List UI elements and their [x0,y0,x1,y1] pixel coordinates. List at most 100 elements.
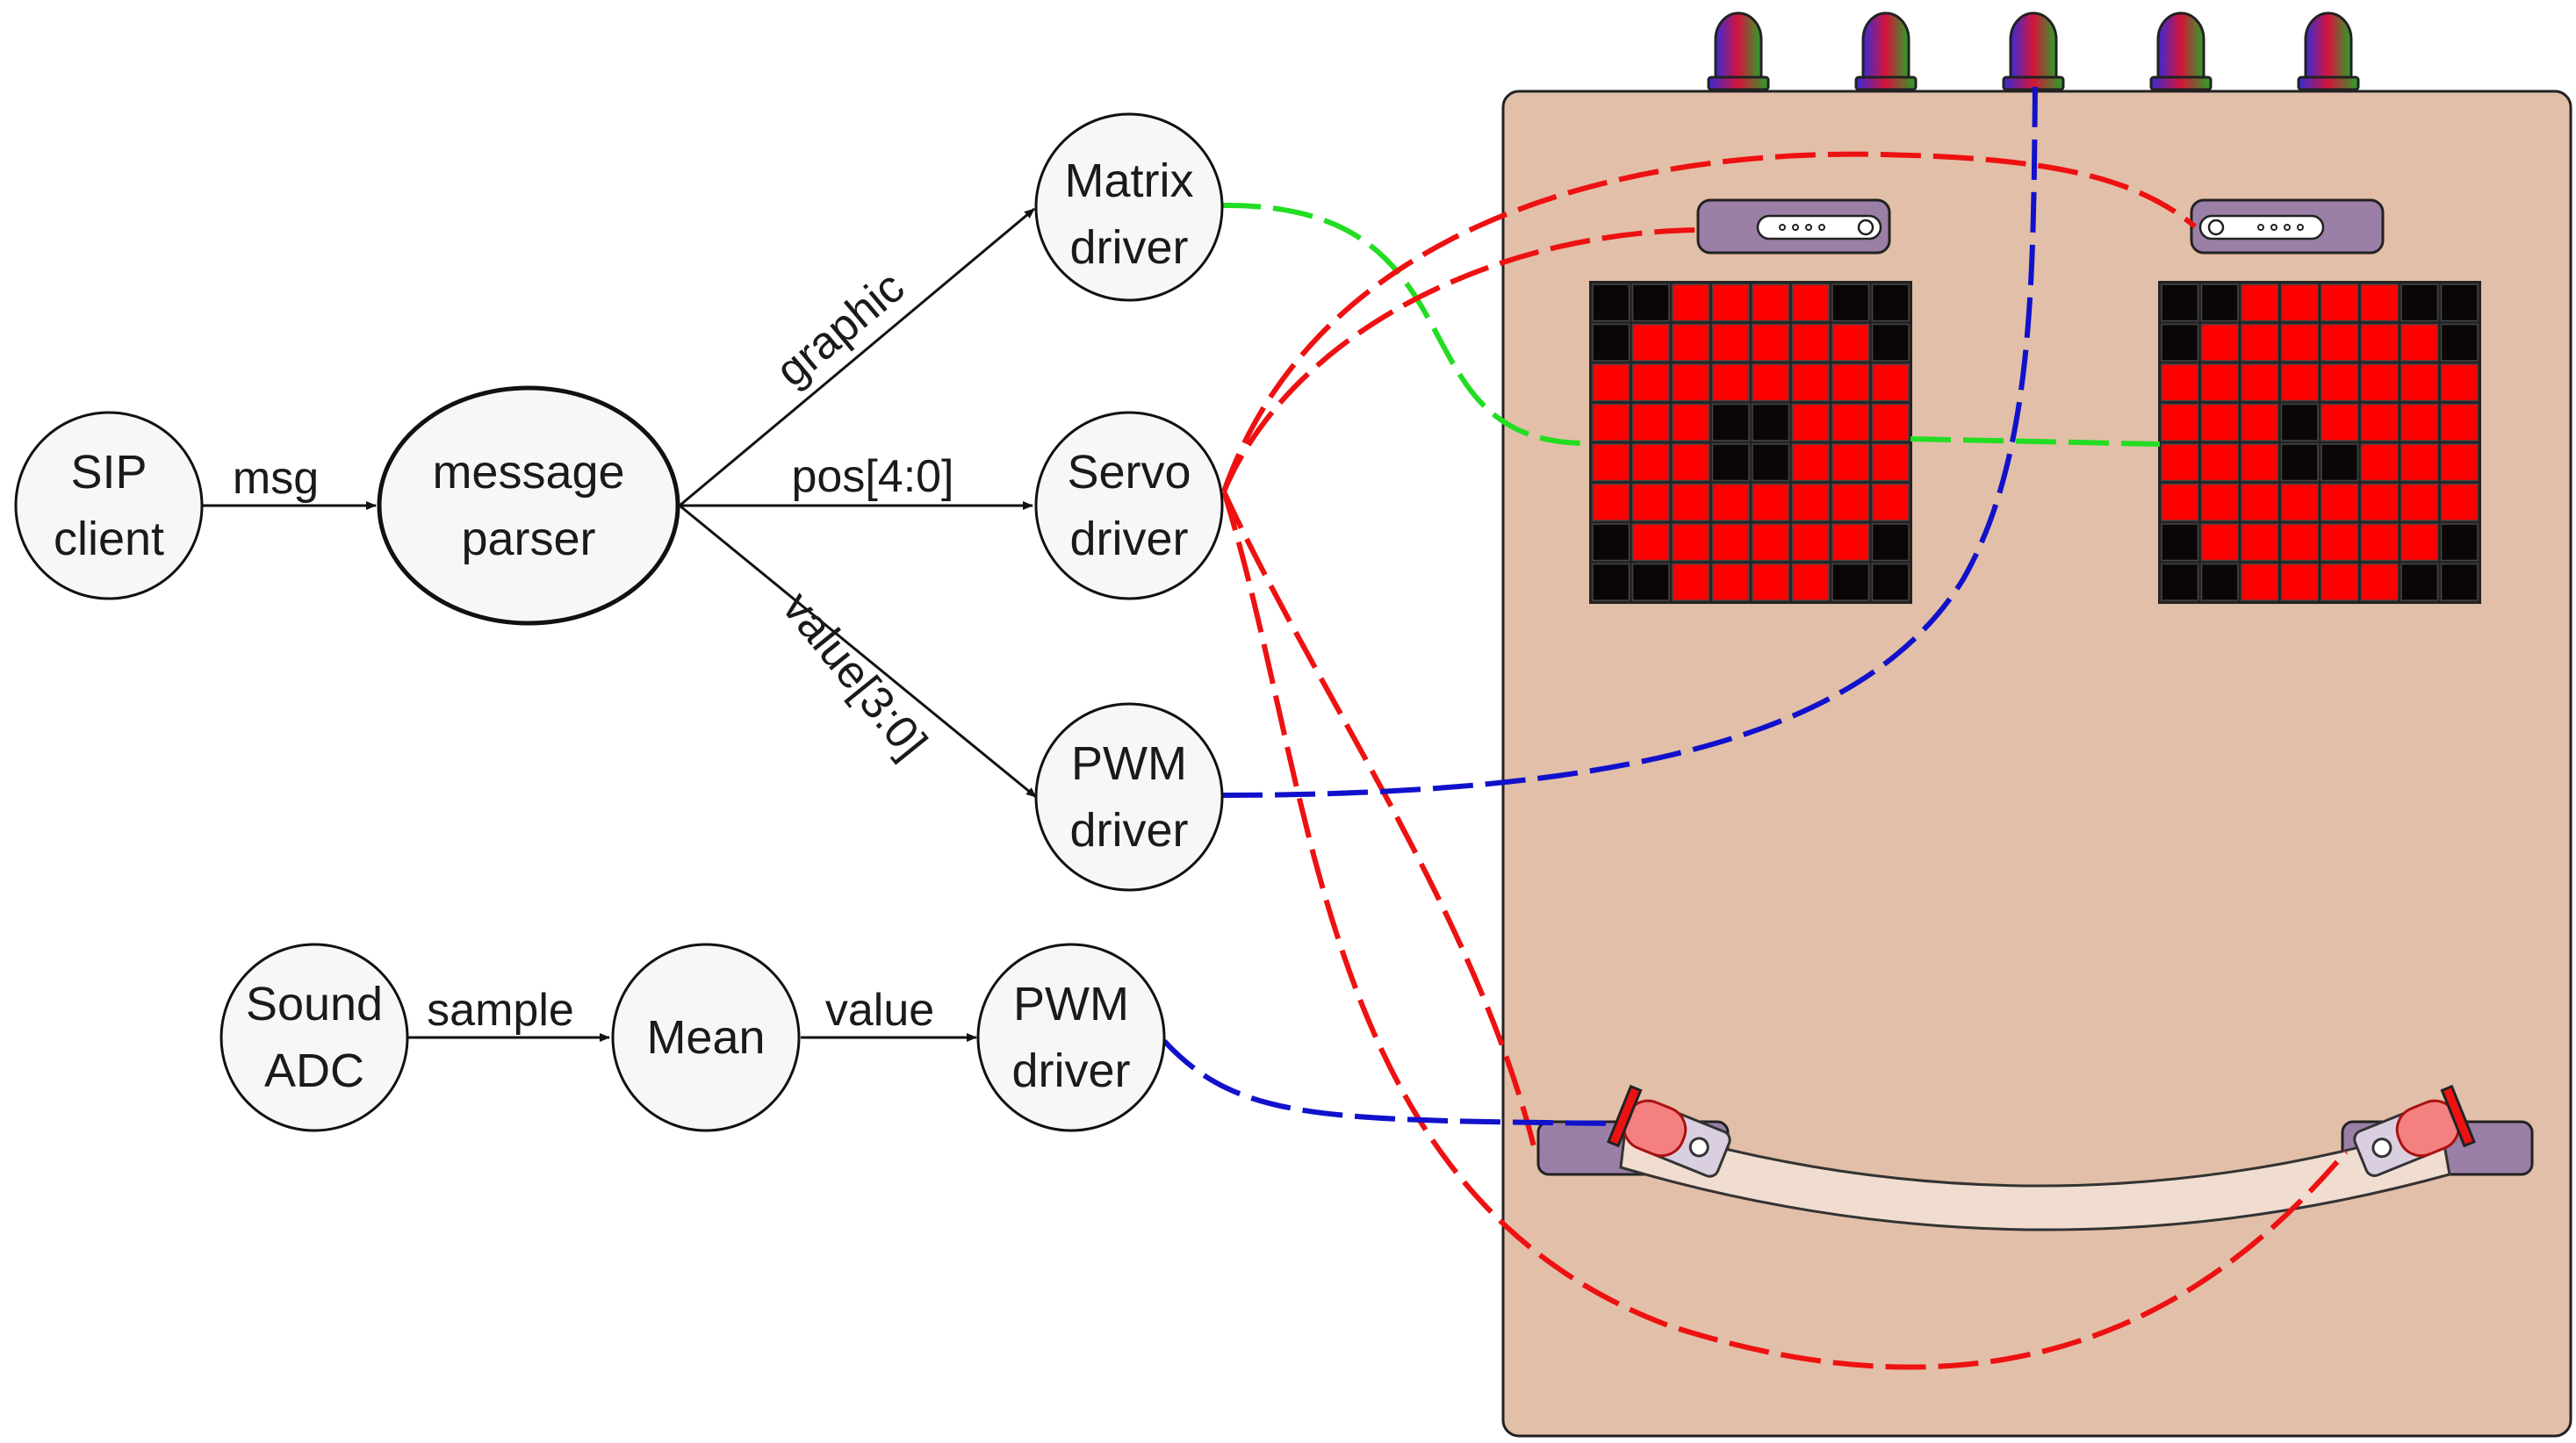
node-matrix-driver-line2: driver [1069,221,1188,274]
matrix-left-pixel [1871,523,1910,562]
matrix-right-pixel [2360,323,2399,362]
matrix-left-pixel [1871,443,1910,482]
node-sound-adc-line2: ADC [264,1045,364,1097]
wire-pwm-to-boom-led [1162,1038,1613,1126]
matrix-right-pixel [2280,284,2319,322]
servo-horn-right [2353,1084,2476,1177]
matrix-right-pixel [2241,563,2279,601]
matrix-right-pixel [2200,403,2239,442]
matrix-right-pixel [2321,563,2359,601]
matrix-right-pixel [2200,443,2239,482]
matrix-left-pixel [1592,323,1630,362]
matrix-right-pixel [2161,403,2199,442]
node-servo-driver-line2: driver [1069,513,1188,565]
matrix-left-pixel [1791,284,1830,322]
matrix-right-pixel [2200,483,2239,521]
matrix-right-pixel [2440,363,2479,402]
node-sip-client: SIP client [14,411,204,600]
matrix-left-pixel [1791,443,1830,482]
matrix-right-pixel [2200,284,2239,322]
matrix-left-pixel [1752,443,1790,482]
node-servo-driver: Servo driver [1034,411,1224,600]
matrix-left-pixel [1791,523,1830,562]
matrix-left-pixel [1791,403,1830,442]
matrix-right-pixel [2360,563,2399,601]
wire-pwm-to-led [1221,83,2038,798]
matrix-left-pixel [1672,563,1710,601]
matrix-right-pixel [2241,284,2279,322]
wire-servo-to-right-horn [1221,491,2349,1370]
wire-servo-to-right-connector [1221,151,2197,492]
matrix-left-pixel [1631,483,1670,521]
node-pwm-driver-top-line2: driver [1069,804,1188,857]
matrix-right-pixel [2321,363,2359,402]
node-sip-client-line1: SIP [70,446,147,499]
boom-arm [1619,1120,2451,1231]
matrix-left-pixel [1631,563,1670,601]
matrix-left-pixel [1711,483,1750,521]
led-5 [2297,11,2360,91]
matrix-left-pixel [1752,403,1790,442]
matrix-left-pixel [1711,443,1750,482]
matrix-left-pixel [1631,443,1670,482]
matrix-left-pixel [1672,323,1710,362]
matrix-left-pixel [1711,563,1750,601]
node-sound-adc: Sound ADC [219,943,409,1132]
matrix-right-pixel [2400,523,2439,562]
matrix-right-pixel [2280,363,2319,402]
matrix-left-pixel [1752,563,1790,601]
matrix-right-pixel [2161,523,2199,562]
matrix-left-pixel [1711,523,1750,562]
matrix-left-pixel [1791,483,1830,521]
matrix-left-pixel [1831,323,1870,362]
matrix-left-pixel [1672,483,1710,521]
matrix-left-pixel [1871,403,1910,442]
matrix-right-pixel [2280,483,2319,521]
matrix-right-pixel [2280,443,2319,482]
matrix-right-pixel [2440,443,2479,482]
node-servo-driver-line1: Servo [1067,446,1191,499]
matrix-left-pixel [1631,323,1670,362]
matrix-left-pixel [1831,483,1870,521]
matrix-right-pixel [2400,483,2439,521]
matrix-left-pixel [1631,363,1670,402]
matrix-right-pixel [2440,403,2479,442]
edge-label-value: value [825,985,934,1036]
matrix-left-pixel [1711,323,1750,362]
node-sound-adc-line1: Sound [246,978,383,1030]
matrix-right-pixel [2360,523,2399,562]
node-pwm-driver-bottom-line2: driver [1011,1045,1130,1097]
matrix-left-pixel [1752,323,1790,362]
matrix-left-pixel [1631,284,1670,322]
matrix-right-pixel [2360,363,2399,402]
matrix-right-pixel [2321,523,2359,562]
matrix-right-pixel [2400,563,2439,601]
led-3 [2002,11,2065,91]
matrix-right-pixel [2360,483,2399,521]
wires [1162,83,2349,1370]
wire-matrix-data [1220,202,1589,446]
matrix-right-pixel [2161,443,2199,482]
matrix-right-pixel [2440,483,2479,521]
matrix-left-pixel [1752,523,1790,562]
matrix-left-pixel [1831,563,1870,601]
matrix-left-pixel [1871,323,1910,362]
matrix-right-pixel [2241,443,2279,482]
node-message-parser: message parser [377,385,680,626]
matrix-right-pixel [2440,284,2479,322]
matrix-left-pixel [1631,403,1670,442]
matrix-right-pixel [2400,363,2439,402]
matrix-left-pixel [1831,284,1870,322]
matrix-right-pixel [2200,523,2239,562]
edge-label-pos: pos[4:0] [791,451,953,502]
node-pwm-driver-bottom: PWM driver [976,943,1166,1132]
matrix-left-pixel [1752,483,1790,521]
matrix-right-pixel [2321,323,2359,362]
wire-servo-to-left-connector [1221,227,1699,493]
matrix-right-pixel [2400,284,2439,322]
matrix-right-pixel [2161,483,2199,521]
matrix-left-pixel [1672,443,1710,482]
node-pwm-driver-top: PWM driver [1034,702,1224,892]
matrix-right-pixel [2200,323,2239,362]
edge-label-value-bus: value[3:0] [773,582,937,768]
